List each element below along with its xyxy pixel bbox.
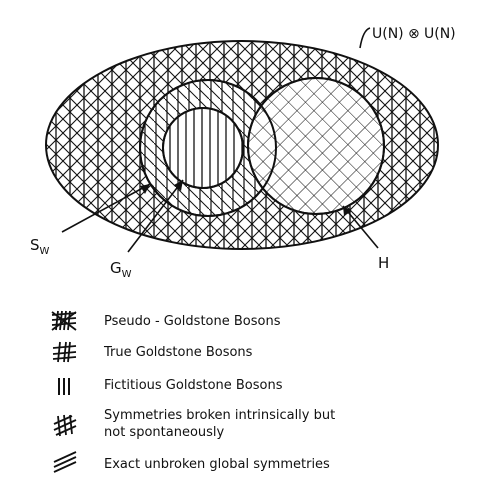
label-gw: GW [110, 259, 132, 280]
leader-gw [127, 179, 184, 253]
label-h: H [378, 254, 389, 272]
right-circle-outline [247, 77, 385, 215]
legend-item-broken-intrinsically-line2: not spontaneously [104, 425, 225, 440]
hash-icon [52, 341, 77, 363]
inner-circle-hatch [163, 108, 243, 188]
legend-item-pseudo-goldstone: Pseudo - Goldstone Bosons [104, 314, 281, 329]
vertical-lines-icon [58, 378, 70, 395]
leader-group [359, 27, 371, 49]
arrowhead-sw [140, 184, 150, 194]
legend-item-broken-intrinsically: Symmetries broken intrinsically but [104, 408, 336, 423]
group-label-right: U(N) [424, 26, 456, 42]
dense-crosshatch-icon [51, 310, 77, 331]
legend-item-exact-unbroken: Exact unbroken global symmetries [104, 457, 330, 472]
diagonal-grid-icon [53, 414, 77, 437]
leader-h [342, 205, 379, 249]
diagonal-lines-icon [53, 451, 77, 473]
right-circle-hatch [248, 78, 384, 214]
group-label-left: U(N) [372, 26, 404, 42]
tensor-product-symbol: ⊗ [408, 26, 420, 42]
inner-circle-outline [162, 107, 244, 189]
left-circle-outline [139, 79, 277, 217]
leader-sw [61, 183, 151, 233]
label-sw: SW [30, 236, 50, 257]
arrowhead-gw [174, 180, 183, 191]
legend-item-true-goldstone: True Goldstone Bosons [104, 345, 253, 360]
arrowhead-h [343, 206, 352, 216]
legend-item-fictitious-goldstone: Fictitious Goldstone Bosons [104, 378, 283, 393]
